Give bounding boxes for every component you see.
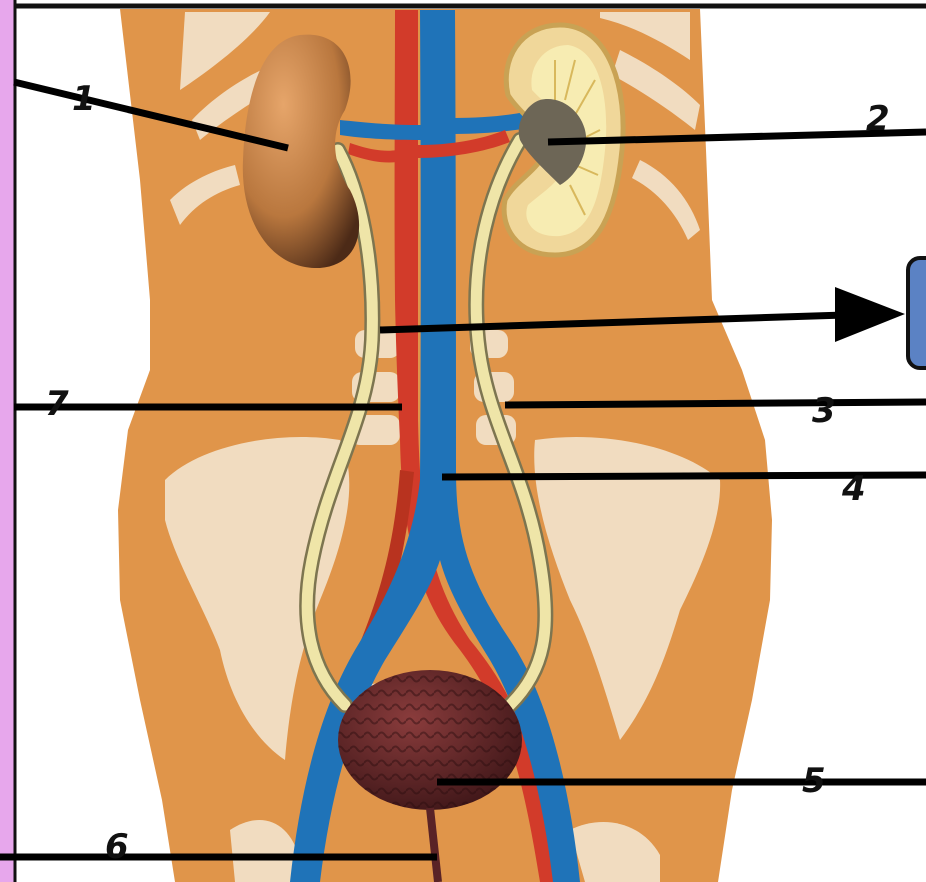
label-2: 2 bbox=[866, 99, 890, 139]
label-7: 7 bbox=[45, 384, 69, 424]
answer-box[interactable] bbox=[908, 258, 926, 368]
urinary-bladder bbox=[338, 670, 522, 810]
label-4: 4 bbox=[841, 469, 866, 509]
left-border-band bbox=[0, 0, 14, 882]
label-3: 3 bbox=[812, 391, 836, 431]
label-5: 5 bbox=[802, 761, 826, 801]
label-1: 1 bbox=[72, 79, 96, 119]
leader-line-3 bbox=[505, 402, 926, 405]
label-6: 6 bbox=[105, 827, 129, 867]
